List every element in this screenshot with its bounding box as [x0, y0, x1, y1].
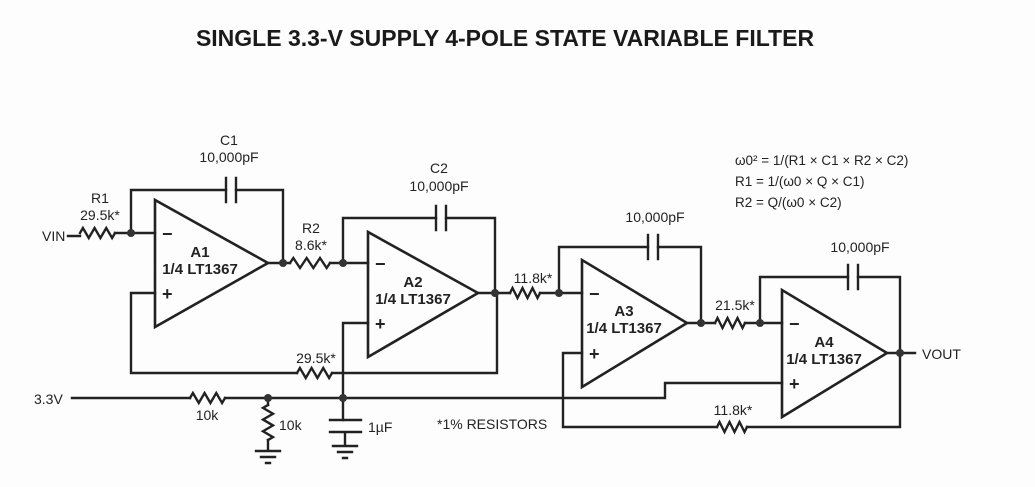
r2-name: R2 [302, 220, 320, 236]
opamp-a3 [580, 257, 690, 390]
resistor-divider-bottom [260, 403, 276, 442]
equation-r1: R1 = 1/(ω0 × Q × C1) [735, 174, 864, 189]
ground-icon [331, 444, 359, 460]
a1-plus: + [162, 284, 173, 304]
a4-name: A4 [814, 334, 834, 351]
opamp-a2 [366, 229, 481, 360]
wires [66, 188, 917, 452]
r-divider-bottom-value: 10k [279, 417, 303, 433]
junction-nodes [127, 229, 904, 402]
diagram-title: SINGLE 3.3-V SUPPLY 4-POLE STATE VARIABL… [196, 25, 815, 51]
c2-value: 10,000pF [409, 178, 468, 194]
capacitor-c2 [434, 204, 448, 232]
r2-value: 8.6k* [295, 237, 327, 253]
ground-icon [254, 449, 282, 465]
a4-part: 1/4 LT1367 [786, 351, 862, 368]
vin-label: VIN [42, 228, 65, 244]
c3-value: 10,000pF [625, 209, 684, 225]
equation-omega: ω0² = 1/(R1 × C1 × R2 × C2) [735, 153, 908, 168]
resistor-feedback-29k5 [295, 365, 334, 381]
equation-r2: R2 = Q/(ω0 × C2) [735, 195, 842, 210]
resistor-divider-top [188, 390, 227, 406]
vout-label: VOUT [922, 346, 961, 362]
opamp-a1 [153, 197, 271, 330]
a1-name: A1 [190, 244, 209, 261]
capacitor-c4 [846, 263, 860, 291]
resistor-r2 [288, 255, 332, 271]
a2-part: 1/4 LT1367 [375, 291, 451, 308]
c2-name: C2 [430, 160, 448, 176]
r1-name: R1 [91, 190, 109, 206]
supply-label: 3.3V [34, 391, 63, 407]
a2-minus: − [375, 254, 386, 274]
c-bypass-value: 1µF [368, 419, 392, 435]
c1-name: C1 [220, 132, 238, 148]
a1-minus: − [162, 224, 173, 244]
a2-plus: + [375, 314, 386, 334]
capacitor-c1 [224, 176, 238, 204]
resistor-r1 [78, 225, 117, 241]
resistor-11k8-feedback [715, 419, 749, 435]
a3-name: A3 [614, 303, 633, 320]
a3-plus: + [589, 344, 600, 364]
resistor-note: *1% RESISTORS [437, 416, 547, 432]
r-divider-top-value: 10k [196, 407, 220, 423]
a4-minus: − [789, 314, 800, 334]
r3-value: 11.8k* [514, 270, 553, 286]
r1-value: 29.5k* [80, 207, 120, 223]
r4-value: 21.5k* [715, 297, 755, 313]
a3-minus: − [589, 284, 600, 304]
r-feedback-value: 29.5k* [296, 350, 336, 366]
c1-value: 10,000pF [199, 149, 258, 165]
capacitor-c3 [646, 233, 660, 261]
resistor-11k8-input [508, 285, 542, 301]
a4-plus: + [789, 374, 800, 394]
capacitor-bypass [328, 418, 363, 447]
r5-value: 11.8k* [714, 402, 753, 418]
a2-name: A2 [403, 274, 422, 291]
c4-value: 10,000pF [830, 239, 889, 255]
a1-part: 1/4 LT1367 [162, 261, 238, 278]
a3-part: 1/4 LT1367 [586, 320, 662, 337]
resistor-21k5 [713, 315, 747, 331]
opamp-a4 [780, 287, 890, 420]
